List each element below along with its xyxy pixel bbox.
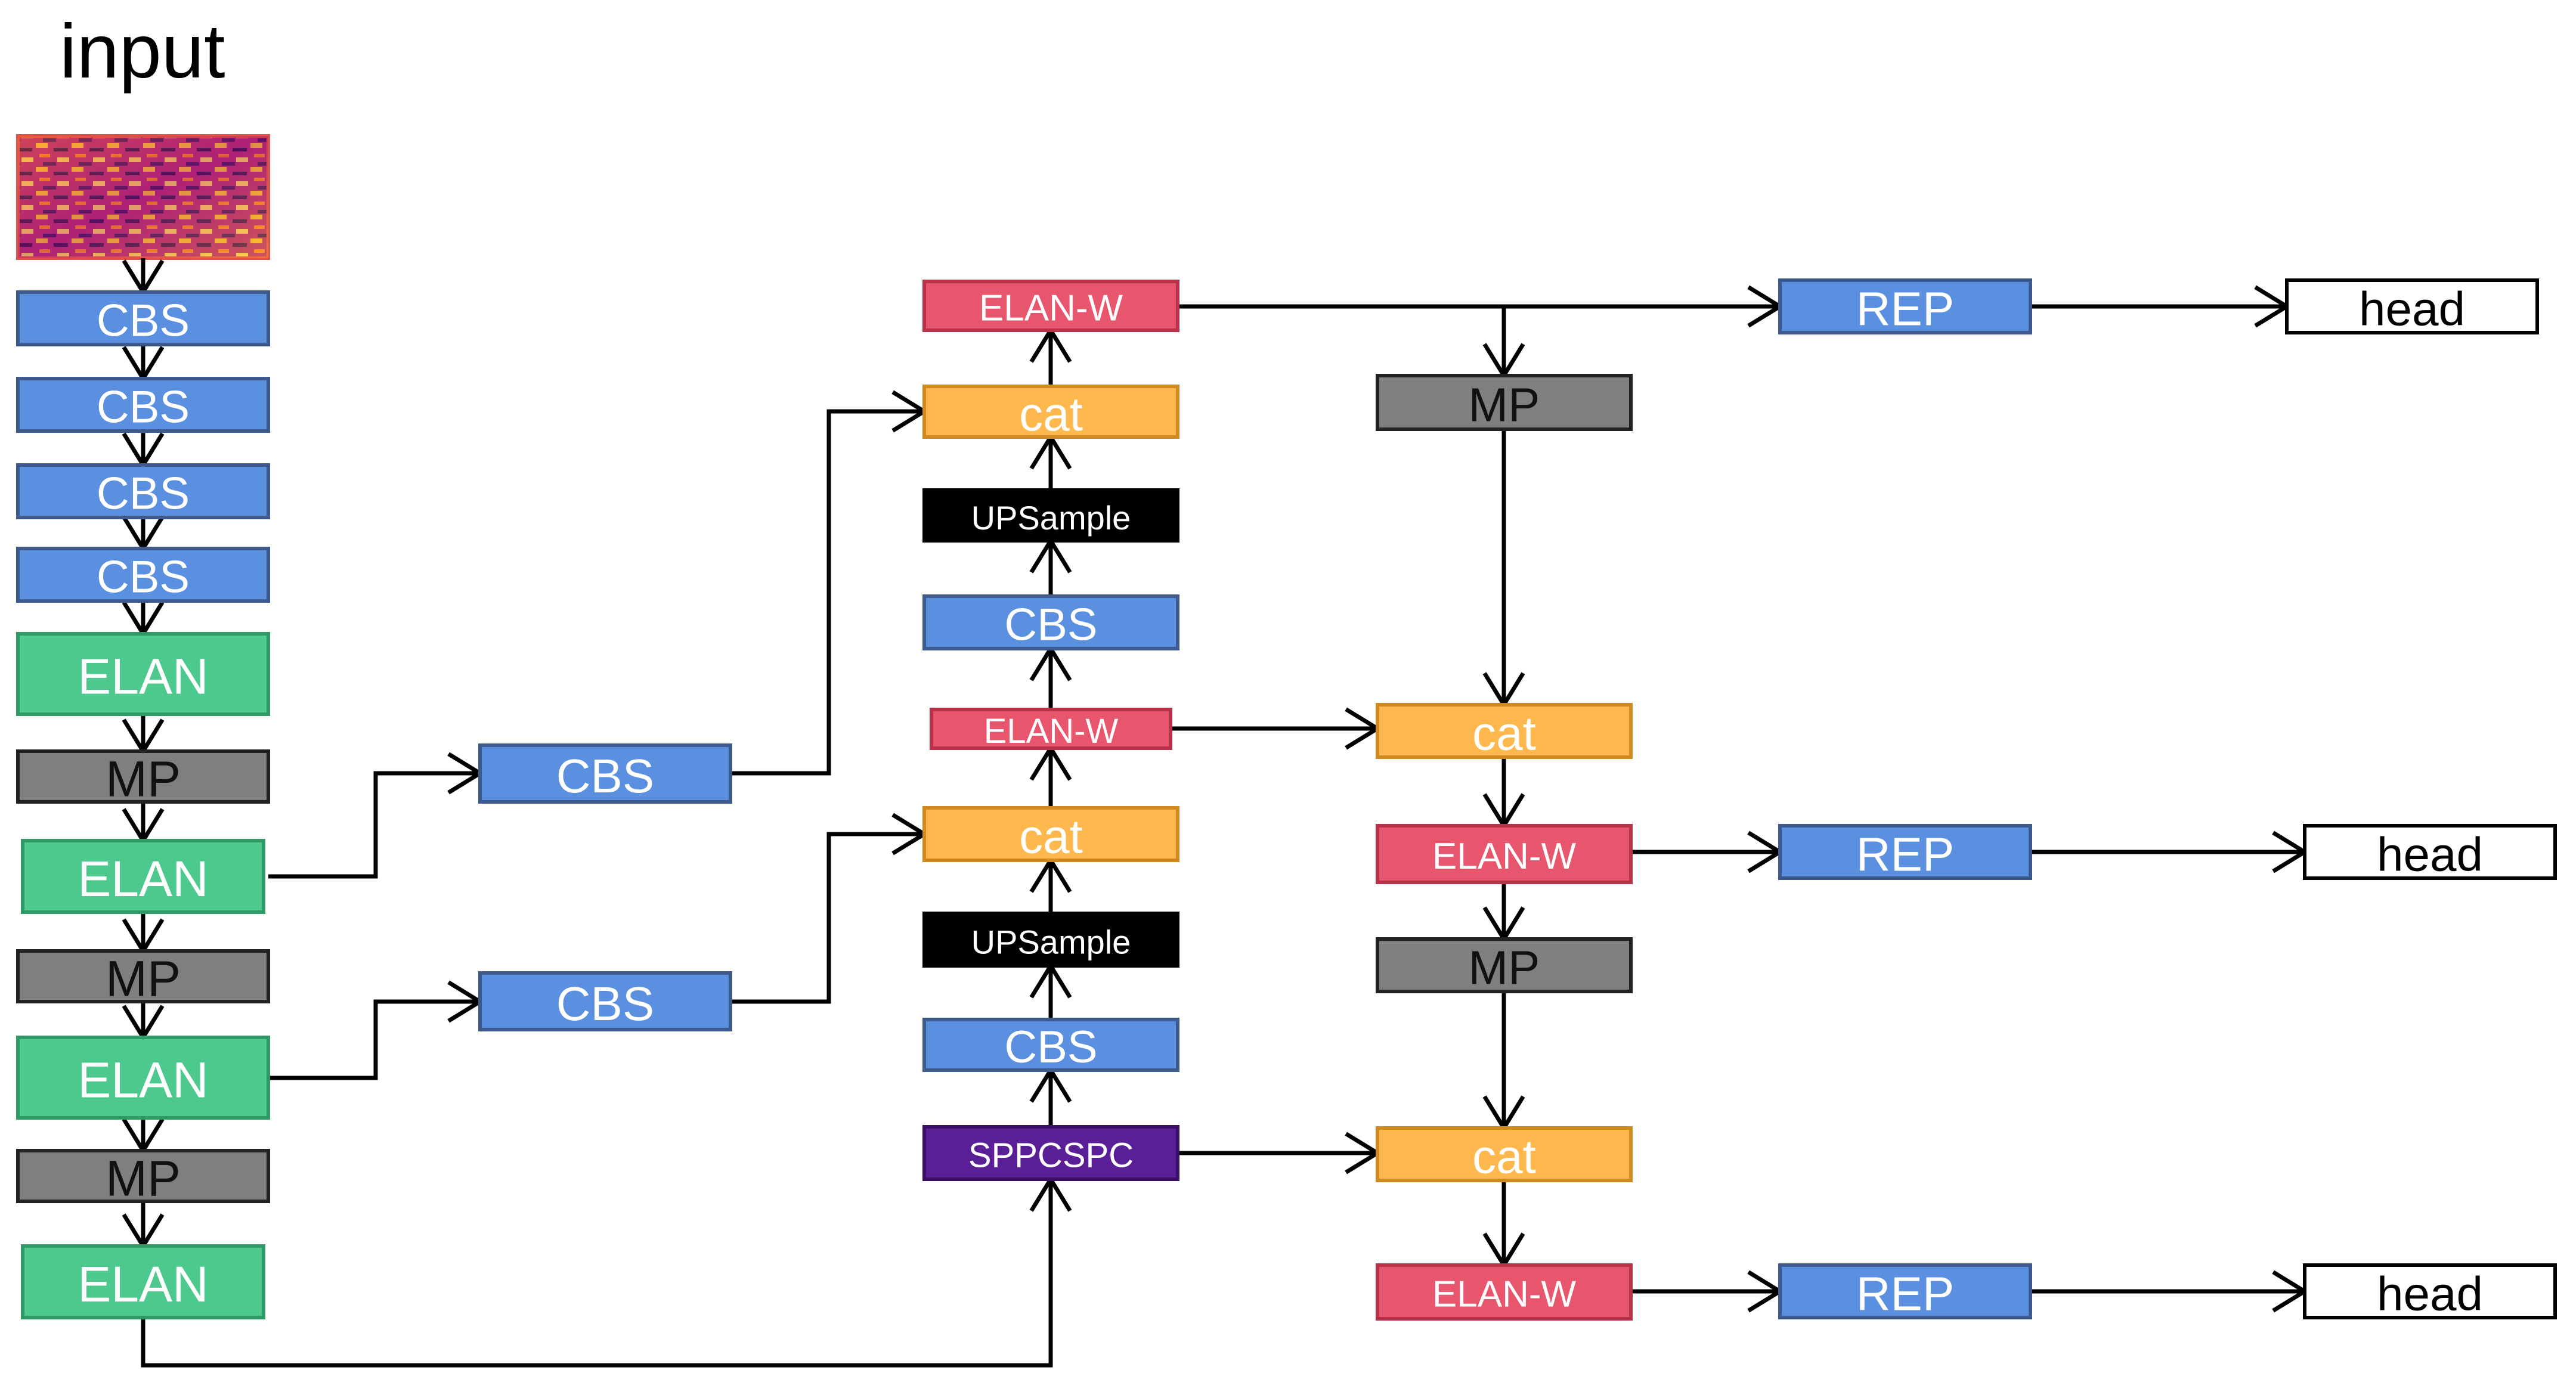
neck-top-elan-w: ELAN-W — [922, 280, 1179, 332]
rep-1: REP — [1778, 278, 2032, 336]
backbone-elan-5: ELAN — [16, 632, 270, 716]
backbone-elan-11-label: ELAN — [78, 1256, 208, 1312]
head-1: head — [2285, 278, 2539, 336]
backbone-cbs-4-label: CBS — [97, 552, 190, 603]
neck-sppcspc: SPPCSPC — [922, 1125, 1179, 1181]
backbone-cbs-3-label: CBS — [97, 469, 190, 519]
neck-mid-cat: cat — [922, 806, 1179, 863]
neck-down-mp-2-label: MP — [1469, 941, 1540, 994]
neck-mid-cbs: CBS — [922, 1018, 1179, 1073]
backbone-elan-11: ELAN — [21, 1244, 265, 1319]
neck-down-elan-w-2-label: ELAN-W — [1432, 1274, 1577, 1315]
arrow-elan4-sppcspc — [141, 1179, 1053, 1368]
head-2-label: head — [2377, 828, 2483, 881]
backbone-mp-10-label: MP — [106, 1151, 181, 1207]
neck-down-elan-w-1-label: ELAN-W — [1432, 836, 1577, 877]
neck-mid-elan-w-label: ELAN-W — [984, 712, 1119, 751]
head-2: head — [2303, 824, 2557, 881]
backbone-cbs-1: CBS — [16, 290, 270, 346]
neck-mid-elan-w: ELAN-W — [930, 708, 1172, 751]
rep-2-label: REP — [1856, 828, 1955, 881]
head-1-label: head — [2359, 283, 2465, 336]
backbone-cbs-4: CBS — [16, 547, 270, 603]
lateral-cbs-2-label: CBS — [556, 977, 655, 1030]
neck-down-cat-1: cat — [1376, 703, 1633, 760]
neck-down-cat-2-label: cat — [1472, 1130, 1536, 1183]
rep-3-label: REP — [1856, 1268, 1955, 1321]
head-3-label: head — [2377, 1268, 2483, 1321]
arrow-lateral1-topcat — [730, 409, 924, 776]
head-3: head — [2303, 1263, 2557, 1321]
neck-top-cbs-label: CBS — [1004, 600, 1097, 650]
arrow-elan3-lateral2 — [268, 999, 480, 1080]
neck-down-mp-2: MP — [1376, 937, 1633, 994]
backbone-elan-9-label: ELAN — [78, 1052, 208, 1108]
neck-mid-upsample: UPSample — [922, 912, 1179, 968]
neck-top-upsample-label: UPSample — [971, 499, 1131, 537]
neck-down-cat-1-label: cat — [1472, 707, 1536, 760]
nodes: CBS CBS CBS CBS ELAN MP ELAN MP ELAN MP ELAN CBS CBS… — [16, 278, 2557, 1321]
neck-mid-upsample-label: UPSample — [971, 924, 1131, 961]
neck-down-mp-1: MP — [1376, 374, 1633, 432]
neck-top-elan-w-label: ELAN-W — [979, 288, 1123, 329]
backbone-mp-8-label: MP — [106, 951, 181, 1007]
rep-3: REP — [1778, 1263, 2032, 1321]
backbone-elan-7-label: ELAN — [78, 851, 208, 907]
neck-down-elan-w-2: ELAN-W — [1376, 1263, 1633, 1321]
backbone-cbs-3: CBS — [16, 463, 270, 519]
neck-top-cat-label: cat — [1019, 388, 1083, 441]
connections — [122, 258, 2309, 1368]
backbone-elan-7: ELAN — [21, 839, 265, 914]
rep-2: REP — [1778, 824, 2032, 881]
backbone-mp-10: MP — [16, 1149, 270, 1207]
input-heatmap-image — [16, 134, 270, 260]
neck-mid-cbs-label: CBS — [1004, 1022, 1097, 1073]
neck-top-cbs: CBS — [922, 594, 1179, 650]
backbone-cbs-2: CBS — [16, 377, 270, 433]
neck-down-cat-2: cat — [1376, 1126, 1633, 1183]
lateral-cbs-1: CBS — [478, 743, 732, 804]
lateral-cbs-2: CBS — [478, 971, 732, 1031]
arrow-lateral2-midcat — [730, 832, 924, 1004]
arrow-elan2-lateral1 — [268, 771, 480, 879]
neck-down-elan-w-1: ELAN-W — [1376, 824, 1633, 884]
neck-top-upsample: UPSample — [922, 488, 1179, 543]
neck-top-cat: cat — [922, 385, 1179, 441]
backbone-elan-5-label: ELAN — [78, 649, 208, 705]
input-title: input — [60, 9, 225, 94]
backbone-cbs-1-label: CBS — [97, 296, 190, 346]
lateral-cbs-1-label: CBS — [556, 749, 655, 802]
backbone-mp-6-label: MP — [106, 751, 181, 807]
backbone-cbs-2-label: CBS — [97, 382, 190, 433]
neck-sppcspc-label: SPPCSPC — [968, 1136, 1134, 1175]
backbone-mp-8: MP — [16, 949, 270, 1007]
neck-down-mp-1-label: MP — [1469, 379, 1540, 432]
backbone-elan-9: ELAN — [16, 1036, 270, 1120]
backbone-mp-6: MP — [16, 749, 270, 807]
rep-1-label: REP — [1856, 283, 1955, 336]
neck-mid-cat-label: cat — [1019, 810, 1083, 863]
